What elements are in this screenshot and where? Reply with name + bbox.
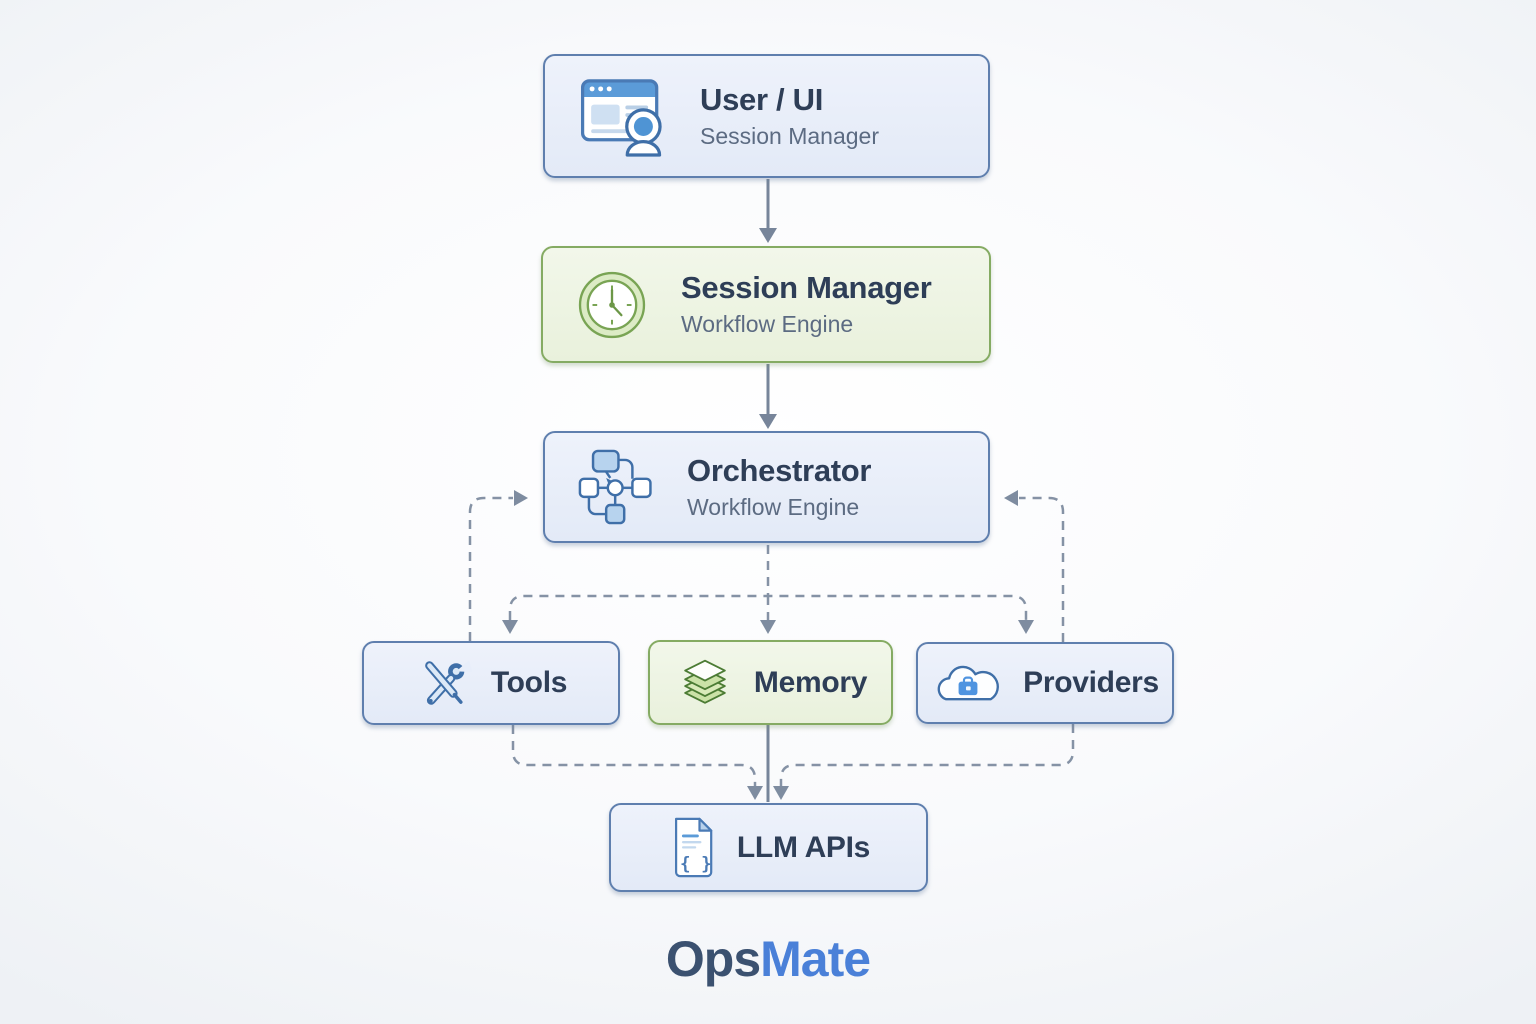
- arrowhead-orchestrator: [759, 414, 777, 429]
- arrowhead-feedback-left: [514, 490, 528, 506]
- node-title: Orchestrator: [687, 452, 872, 488]
- arrowhead-llm-right: [773, 786, 789, 800]
- browser-user-icon: [575, 73, 670, 159]
- logo: OpsMate: [0, 930, 1536, 988]
- node-title: Tools: [490, 666, 568, 699]
- arrowhead-session: [759, 228, 777, 243]
- node-title: Session Manager: [681, 270, 932, 306]
- node-title: Memory: [753, 665, 868, 699]
- arrowhead-memory: [760, 620, 776, 634]
- tools-icon: [415, 654, 473, 712]
- svg-text:{ }: { }: [680, 855, 712, 875]
- workflow-icon: [575, 446, 657, 528]
- node-title: LLM APIs: [736, 830, 871, 864]
- code-document-icon: { }: [667, 815, 719, 880]
- edge-providers-to-llm: [779, 724, 1075, 786]
- edge-providers-feedback: [1019, 496, 1065, 642]
- layers-icon: [674, 652, 736, 714]
- arrowhead-llm-left: [747, 786, 763, 800]
- arrowhead-providers: [1018, 620, 1034, 634]
- node-memory: Memory: [648, 640, 893, 725]
- logo-suffix: Mate: [760, 931, 871, 987]
- arrowhead-tools: [502, 620, 518, 634]
- node-llm-apis: { } LLM APIs: [609, 803, 928, 892]
- node-subtitle: Workflow Engine: [687, 493, 860, 520]
- node-orchestrator: Orchestrator Workflow Engine: [543, 431, 990, 543]
- node-tools: Tools: [362, 641, 620, 725]
- node-title: User / UI: [700, 81, 824, 117]
- edge-tools-feedback: [468, 496, 513, 641]
- logo-prefix: Ops: [665, 931, 761, 987]
- clock-icon: [573, 266, 651, 344]
- node-title: Providers: [1023, 666, 1159, 699]
- arrowhead-feedback-right: [1004, 490, 1018, 506]
- edge-tools-to-llm: [511, 725, 757, 786]
- node-user-ui: User / UI Session Manager: [543, 54, 990, 178]
- cloud-briefcase-icon: [931, 657, 1005, 709]
- node-session-manager: Session Manager Workflow Engine: [541, 246, 991, 363]
- node-providers: Providers: [916, 642, 1174, 724]
- node-subtitle: Workflow Engine: [681, 311, 854, 338]
- node-subtitle: Session Manager: [700, 122, 879, 149]
